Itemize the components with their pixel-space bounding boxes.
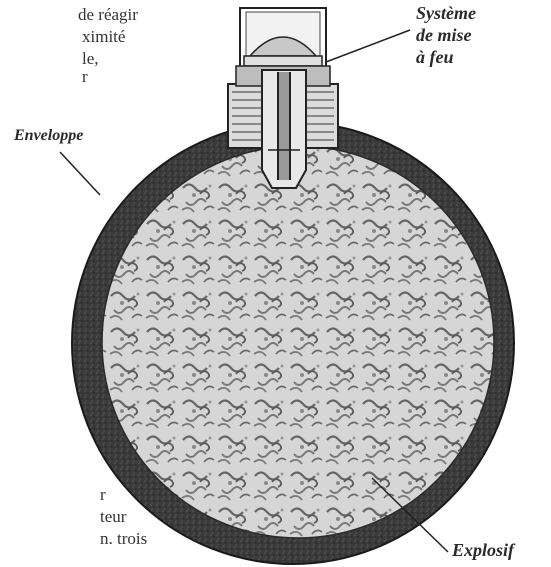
leader-line-system (326, 30, 410, 62)
explosive-charge (102, 146, 494, 538)
label-envelope: Enveloppe (14, 126, 83, 146)
leader-line-envelope (60, 152, 100, 195)
label-firing-system: Système de mise à feu (416, 2, 476, 68)
label-line: à feu (416, 46, 476, 68)
label-line: de mise (416, 24, 476, 46)
label-explosive: Explosif (452, 540, 514, 560)
label-line: Système (416, 2, 476, 24)
